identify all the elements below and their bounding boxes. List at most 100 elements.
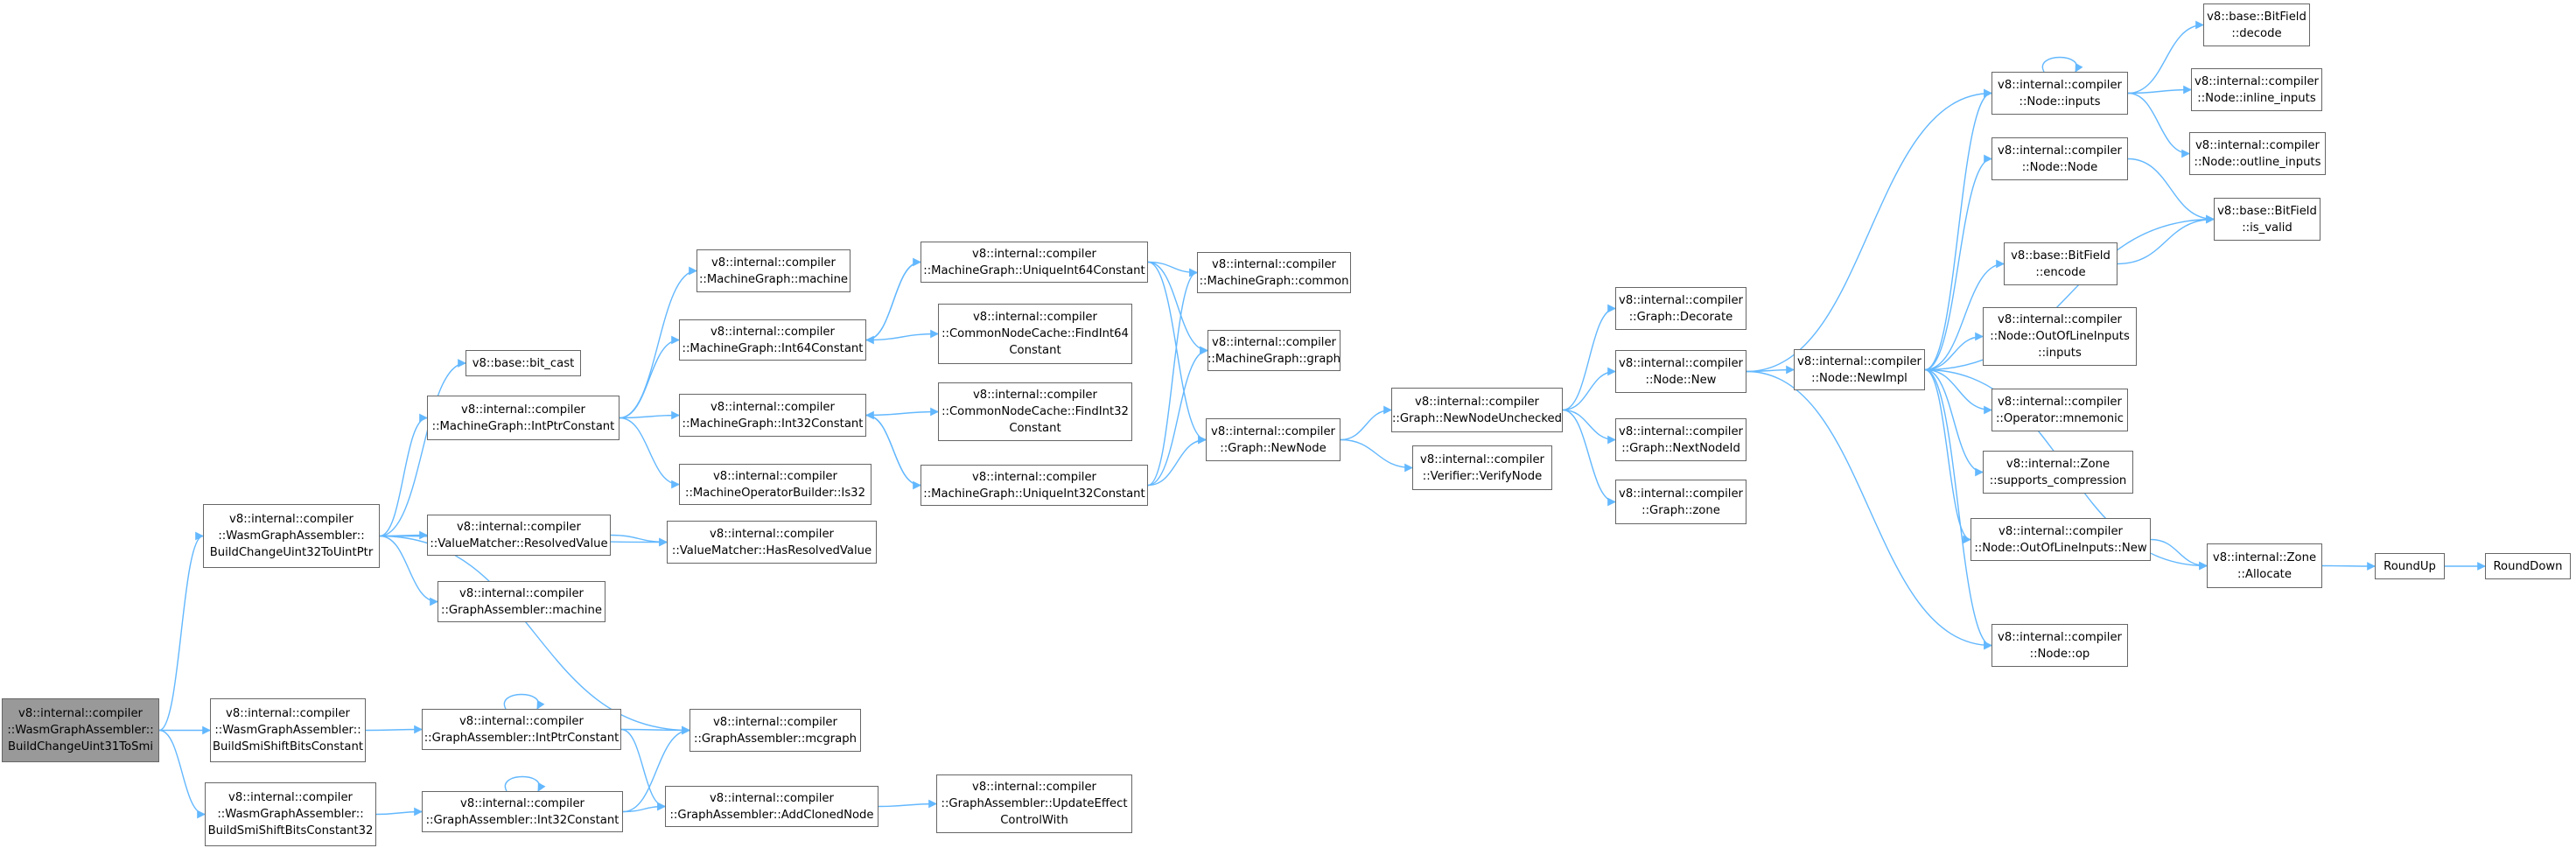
graph-node-label: v8::internal::compiler ::Graph::Decorate — [1619, 293, 1743, 324]
edge-node_new-to-node_op — [1746, 370, 1992, 650]
edge-node_newimpl-to-node_op — [1924, 368, 1992, 650]
edge-ga_int32-to-ga_mcgraph — [622, 725, 690, 813]
graph-node-cnc-find32[interactable]: v8::internal::compiler ::CommonNodeCache… — [938, 382, 1132, 441]
edge-mg_uint64-to-g_newnode — [1147, 261, 1207, 445]
graph-node-label: v8::internal::compiler ::ValueMatcher::H… — [671, 527, 872, 557]
graph-node-g-decorate[interactable]: v8::internal::compiler ::Graph::Decorate — [1615, 287, 1746, 330]
graph-node-node-node[interactable]: v8::internal::compiler ::Node::Node — [1992, 137, 2128, 180]
graph-node-label: v8::internal::compiler ::WasmGraphAssemb… — [7, 707, 154, 753]
edge-node_inputs-to-bf_decode — [2127, 20, 2204, 95]
graph-node-label: v8::internal::compiler ::MachineGraph::I… — [682, 325, 864, 355]
graph-node-mg-uint32[interactable]: v8::internal::compiler ::MachineGraph::U… — [920, 465, 1148, 506]
graph-node-g-nextnodeid[interactable]: v8::internal::compiler ::Graph::NextNode… — [1615, 418, 1746, 461]
graph-node-oolinputs-new[interactable]: v8::internal::compiler ::Node::OutOfLine… — [1970, 518, 2151, 561]
graph-node-label: v8::internal::compiler ::Node::Node — [1998, 144, 2122, 174]
edge-node_newimpl-to-node_node — [1924, 154, 1992, 371]
graph-node-mg-common[interactable]: v8::internal::compiler ::MachineGraph::c… — [1197, 252, 1351, 293]
graph-node-mg-uint64[interactable]: v8::internal::compiler ::MachineGraph::U… — [920, 242, 1148, 283]
edge-mg_intptr-to-mg_int32 — [619, 410, 680, 420]
graph-node-zone-allocate[interactable]: v8::internal::Zone ::Allocate — [2207, 543, 2322, 588]
graph-node-node-inputs[interactable]: v8::internal::compiler ::Node::inputs — [1992, 72, 2128, 115]
graph-node-mob-is32[interactable]: v8::internal::compiler ::MachineOperator… — [679, 464, 872, 505]
graph-node-label: v8::internal::compiler ::GraphAssembler:… — [424, 714, 620, 745]
edge-root-to-bssbc32 — [158, 729, 206, 819]
graph-node-bssbc[interactable]: v8::internal::compiler ::WasmGraphAssemb… — [210, 698, 366, 762]
graph-node-node-op[interactable]: v8::internal::compiler ::Node::op — [1992, 624, 2128, 667]
graph-node-bf-decode[interactable]: v8::base::BitField ::decode — [2203, 4, 2310, 46]
graph-node-label: v8::internal::compiler ::GraphAssembler:… — [425, 796, 620, 827]
edge-bcu32-to-bitcast — [379, 359, 466, 537]
graph-node-bf-isvalid[interactable]: v8::base::BitField ::is_valid — [2214, 198, 2320, 241]
edge-node_inputs-to-node_inputs — [2041, 56, 2083, 73]
graph-node-mg-graph[interactable]: v8::internal::compiler ::MachineGraph::g… — [1208, 330, 1340, 371]
graph-node-label: v8::internal::compiler ::Node::inline_in… — [2194, 74, 2319, 105]
edge-ga_intptr-to-ga_mcgraph — [620, 725, 690, 735]
graph-node-ga-mcgraph[interactable]: v8::internal::compiler ::GraphAssembler:… — [690, 709, 861, 752]
graph-node-verifier[interactable]: v8::internal::compiler ::Verifier::Verif… — [1412, 445, 1552, 490]
graph-node-op-mnemonic[interactable]: v8::internal::compiler ::Operator::mnemo… — [1992, 389, 2128, 431]
graph-node-roundup[interactable]: RoundUp — [2375, 553, 2445, 579]
graph-node-label: v8::internal::compiler ::Graph::NewNode — [1211, 424, 1335, 455]
edge-g_newnodeunchecked-to-node_new — [1562, 367, 1616, 411]
graph-node-g-zone[interactable]: v8::internal::compiler ::Graph::zone — [1615, 480, 1746, 524]
edge-node_newimpl-to-op_mnemonic — [1924, 368, 1992, 415]
graph-node-label: v8::internal::compiler ::WasmGraphAssemb… — [209, 513, 374, 559]
graph-node-label: v8::internal::compiler ::GraphAssembler:… — [694, 715, 857, 746]
graph-node-g-newnodeunchecked[interactable]: v8::internal::compiler ::Graph::NewNodeU… — [1391, 388, 1563, 432]
graph-node-vm-resolved[interactable]: v8::internal::compiler ::ValueMatcher::R… — [427, 515, 611, 556]
graph-node-mg-machine[interactable]: v8::internal::compiler ::MachineGraph::m… — [696, 249, 850, 292]
graph-node-cnc-find64[interactable]: v8::internal::compiler ::CommonNodeCache… — [938, 304, 1132, 364]
graph-node-label: v8::internal::compiler ::ValueMatcher::R… — [430, 520, 608, 550]
edge-mg_uint64-to-mg_graph — [1147, 261, 1208, 355]
edge-mg_intptr-to-mg_int64 — [619, 335, 680, 419]
edge-node_inputs-to-node_inline — [2127, 85, 2192, 95]
edge-g_newnodeunchecked-to-g_nextnodeid — [1562, 409, 1616, 445]
graph-node-label: v8::internal::compiler ::MachineGraph::I… — [431, 403, 615, 433]
edge-node_inputs-to-node_outline — [2127, 92, 2190, 158]
graph-node-label: v8::internal::compiler ::CommonNodeCache… — [942, 389, 1129, 435]
edge-bf_encode-to-bf_isvalid — [2117, 214, 2215, 265]
graph-node-bcu32[interactable]: v8::internal::compiler ::WasmGraphAssemb… — [203, 504, 380, 568]
graph-node-label: v8::internal::Zone ::Allocate — [2212, 550, 2317, 581]
graph-node-bf-encode[interactable]: v8::base::BitField ::encode — [2004, 242, 2118, 285]
edge-mg_intptr-to-mob_is32 — [619, 417, 680, 489]
graph-node-mg-int32[interactable]: v8::internal::compiler ::MachineGraph::I… — [679, 394, 866, 437]
graph-node-node-new[interactable]: v8::internal::compiler ::Node::New — [1615, 350, 1746, 393]
edge-bssbc-to-ga_intptr — [365, 725, 423, 734]
edge-zone_allocate-to-roundup — [2321, 562, 2376, 571]
graph-node-label: v8::base::BitField ::decode — [2207, 10, 2306, 40]
edge-node_newimpl-to-node_inputs — [1924, 88, 1992, 371]
edge-ga_addcloned-to-ga_update — [878, 799, 937, 809]
edge-oolinputs_new-to-zone_allocate — [2150, 538, 2208, 571]
graph-node-label: v8::internal::compiler ::MachineGraph::U… — [923, 247, 1145, 277]
graph-node-node-newimpl[interactable]: v8::internal::compiler ::Node::NewImpl — [1794, 349, 1925, 390]
graph-node-label: v8::internal::compiler ::Graph::zone — [1619, 487, 1743, 517]
graph-node-ga-int32[interactable]: v8::internal::compiler ::GraphAssembler:… — [422, 791, 623, 832]
graph-node-ga-addcloned[interactable]: v8::internal::compiler ::GraphAssembler:… — [665, 786, 878, 827]
graph-node-rounddown[interactable]: RoundDown — [2485, 553, 2571, 579]
graph-node-mg-int64[interactable]: v8::internal::compiler ::MachineGraph::I… — [679, 319, 866, 361]
edge-bcu32-to-ga_machine — [379, 535, 438, 606]
graph-node-label: v8::internal::compiler ::Graph::NewNodeU… — [1391, 395, 1563, 425]
graph-node-label: v8::internal::compiler ::MachineGraph::I… — [682, 400, 864, 431]
graph-node-bssbc32[interactable]: v8::internal::compiler ::WasmGraphAssemb… — [205, 782, 376, 846]
graph-node-bitcast[interactable]: v8::base::bit_cast — [466, 350, 581, 376]
edge-vm_resolved-to-vm_hasresolved — [610, 534, 668, 547]
edge-root-to-bcu32 — [158, 531, 204, 732]
graph-node-label: v8::internal::compiler ::MachineGraph::U… — [923, 470, 1145, 501]
graph-node-vm-hasresolved[interactable]: v8::internal::compiler ::ValueMatcher::H… — [667, 521, 877, 564]
graph-node-label: v8::internal::Zone ::supports_compressio… — [1989, 457, 2127, 487]
graph-node-oolinputs[interactable]: v8::internal::compiler ::Node::OutOfLine… — [1983, 307, 2137, 366]
edge-node_newimpl-to-oolinputs_new — [1924, 368, 1971, 544]
graph-node-zone-supports[interactable]: v8::internal::Zone ::supports_compressio… — [1983, 451, 2133, 494]
edge-ga_int32-to-ga_int32 — [504, 775, 546, 792]
graph-node-mg-intptr[interactable]: v8::internal::compiler ::MachineGraph::I… — [427, 396, 620, 440]
graph-node-node-outline[interactable]: v8::internal::compiler ::Node::outline_i… — [2189, 132, 2326, 175]
graph-node-ga-machine[interactable]: v8::internal::compiler ::GraphAssembler:… — [438, 581, 606, 622]
graph-node-ga-update[interactable]: v8::internal::compiler ::GraphAssembler:… — [936, 774, 1132, 833]
graph-node-g-newnode[interactable]: v8::internal::compiler ::Graph::NewNode — [1206, 418, 1340, 461]
graph-node-node-inline[interactable]: v8::internal::compiler ::Node::inline_in… — [2191, 68, 2322, 111]
graph-node-ga-intptr[interactable]: v8::internal::compiler ::GraphAssembler:… — [422, 709, 621, 750]
